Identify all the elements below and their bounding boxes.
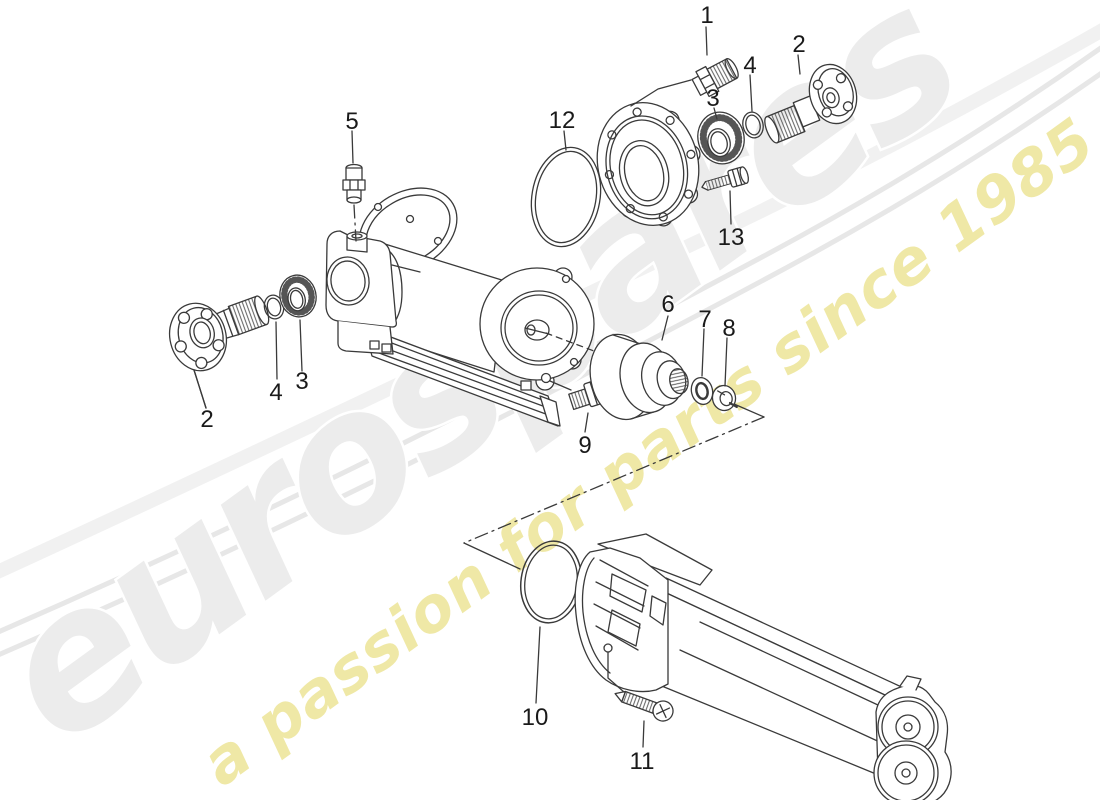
part-8-lock-nut <box>711 384 738 412</box>
callout-11: 11 <box>630 748 655 775</box>
callout-2-left: 2 <box>200 406 213 433</box>
housing-output-flange <box>479 267 595 391</box>
part-2-left-drive-flange <box>168 295 270 409</box>
diagram-line-art <box>168 26 952 800</box>
leader-3-left <box>299 319 303 372</box>
leader-1-elbow <box>630 79 692 107</box>
part-11-screw <box>614 690 674 722</box>
leader-7 <box>701 328 705 377</box>
leader-9 <box>584 412 589 433</box>
leader-3-top <box>713 107 718 120</box>
callout-1: 1 <box>700 2 713 29</box>
leader-12 <box>563 130 567 151</box>
leader-9-hole <box>549 380 572 391</box>
callout-7: 7 <box>698 306 711 333</box>
leader-4-left <box>275 321 278 380</box>
leader-1 <box>705 26 708 56</box>
leader-2-left <box>193 369 207 409</box>
callout-3-top: 3 <box>706 85 719 112</box>
part-7-seal-ring <box>690 377 714 405</box>
callout-4-top: 4 <box>743 52 756 79</box>
leader-8 <box>724 337 728 387</box>
leader-13 <box>729 190 732 225</box>
assembly-axis <box>463 403 765 570</box>
part-4-top-oring <box>742 111 764 139</box>
callout-6: 6 <box>661 291 674 318</box>
differential-housing <box>325 187 611 427</box>
leader-6 <box>661 315 669 341</box>
callout-4-left: 4 <box>269 379 282 406</box>
leader-4-top <box>749 74 753 112</box>
axle-tube-housing <box>574 533 952 800</box>
leader-10 <box>535 626 541 704</box>
leader-11 <box>642 720 645 748</box>
swoosh-curve-2 <box>0 23 1100 579</box>
callout-12: 12 <box>549 107 576 134</box>
callout-3-left: 3 <box>295 368 308 395</box>
part-5-vent-valve <box>342 130 366 242</box>
callout-8: 8 <box>722 315 735 342</box>
part-13-bolt <box>701 166 749 191</box>
leader-11-elbow <box>607 651 625 693</box>
part-3-top-bearing <box>697 111 745 165</box>
callout-13: 13 <box>718 224 745 251</box>
callout-5: 5 <box>345 108 358 135</box>
callout-9: 9 <box>578 432 591 459</box>
part-6-coupling <box>589 333 689 421</box>
callout-10: 10 <box>522 704 549 731</box>
housing-bell <box>325 230 421 355</box>
callout-labels: 1 2 4 3 12 5 13 6 7 8 9 2 3 4 10 11 <box>200 2 805 775</box>
part-2-top-output-flange <box>764 54 858 144</box>
part-3-left-bearing <box>279 274 317 318</box>
swoosh-curve-inner <box>0 51 1100 652</box>
part-12-oring <box>530 146 602 248</box>
callout-2-top: 2 <box>792 31 805 58</box>
housing-ribs <box>363 326 561 427</box>
part-1-plug <box>691 58 739 98</box>
